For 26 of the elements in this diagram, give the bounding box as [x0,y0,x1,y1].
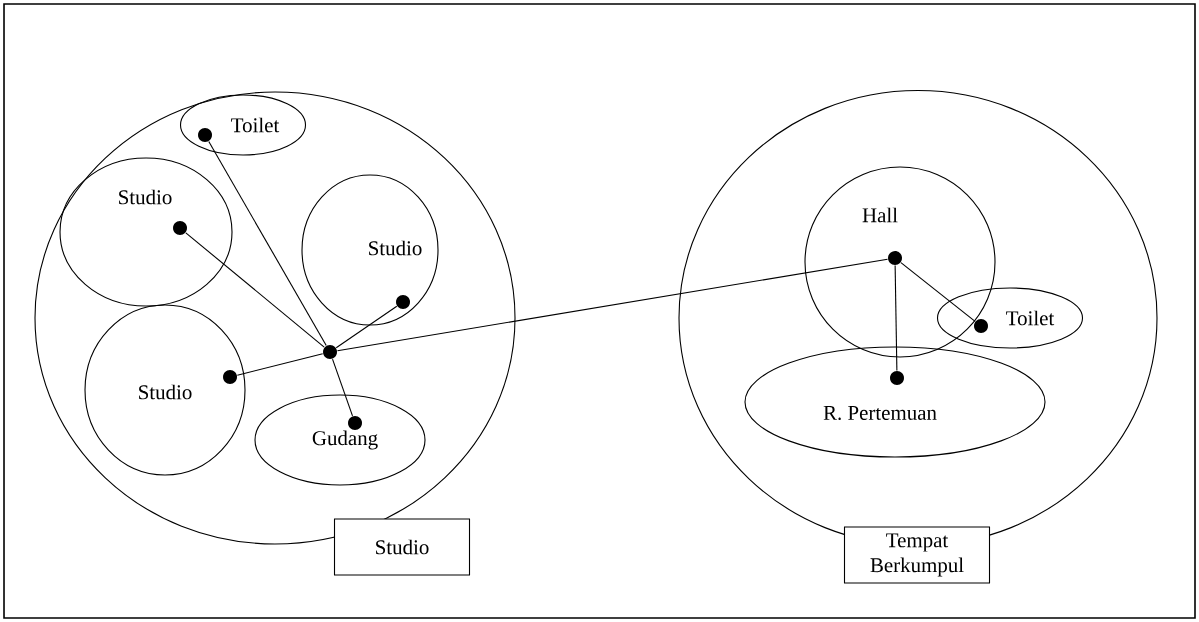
dot [223,370,237,384]
room-bubble: Studio [59,157,233,307]
room-bubble: Studio [301,174,439,326]
dot [198,128,212,142]
dot [323,345,337,359]
connector-line [336,258,889,352]
room-bubble: Toilet [179,94,307,156]
connector-line [185,232,325,348]
dot [890,371,904,385]
connector-line [900,262,976,322]
room-bubble: Gudang [254,394,426,486]
connector-line [236,353,324,376]
room-bubble: Hall [804,166,996,358]
dot [173,221,187,235]
dot [396,295,410,309]
connector-line [208,141,327,346]
dot [888,251,902,265]
connector-line [335,305,398,349]
room-bubble: Studio [84,304,246,476]
room-bubble: Toilet [936,287,1084,349]
node-label: Berkumpul [870,557,964,577]
room-bubble: R. Pertemuan [744,346,1046,458]
connector-line [331,358,354,417]
dot [348,416,362,430]
dot [974,319,988,333]
connector-line [894,265,898,371]
